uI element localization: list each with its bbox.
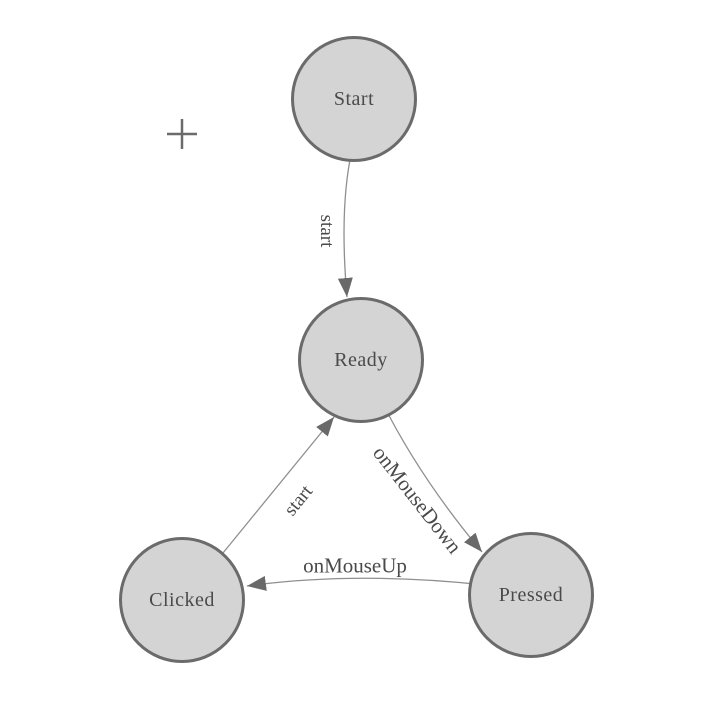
edge-ready-to-pressed[interactable] — [381, 401, 483, 553]
state-node-label: Clicked — [149, 588, 215, 611]
edge-label-pressed-to-clicked[interactable]: onMouseUp — [303, 553, 407, 578]
edge-clicked-to-ready[interactable] — [204, 416, 335, 576]
state-node-clicked[interactable]: Clicked — [119, 537, 245, 663]
state-node-label: Start — [333, 87, 375, 110]
state-node-label: Ready — [334, 348, 388, 371]
edge-label-start-to-ready[interactable]: start — [316, 214, 337, 248]
state-node-start[interactable]: Start — [291, 36, 417, 162]
state-node-pressed[interactable]: Pressed — [468, 532, 594, 658]
state-node-label: Pressed — [498, 583, 564, 606]
edge-start-to-ready[interactable] — [337, 149, 353, 298]
add-node-crosshair-icon — [167, 119, 197, 149]
state-node-ready[interactable]: Ready — [298, 297, 424, 423]
edge-pressed-to-clicked[interactable] — [246, 575, 486, 591]
